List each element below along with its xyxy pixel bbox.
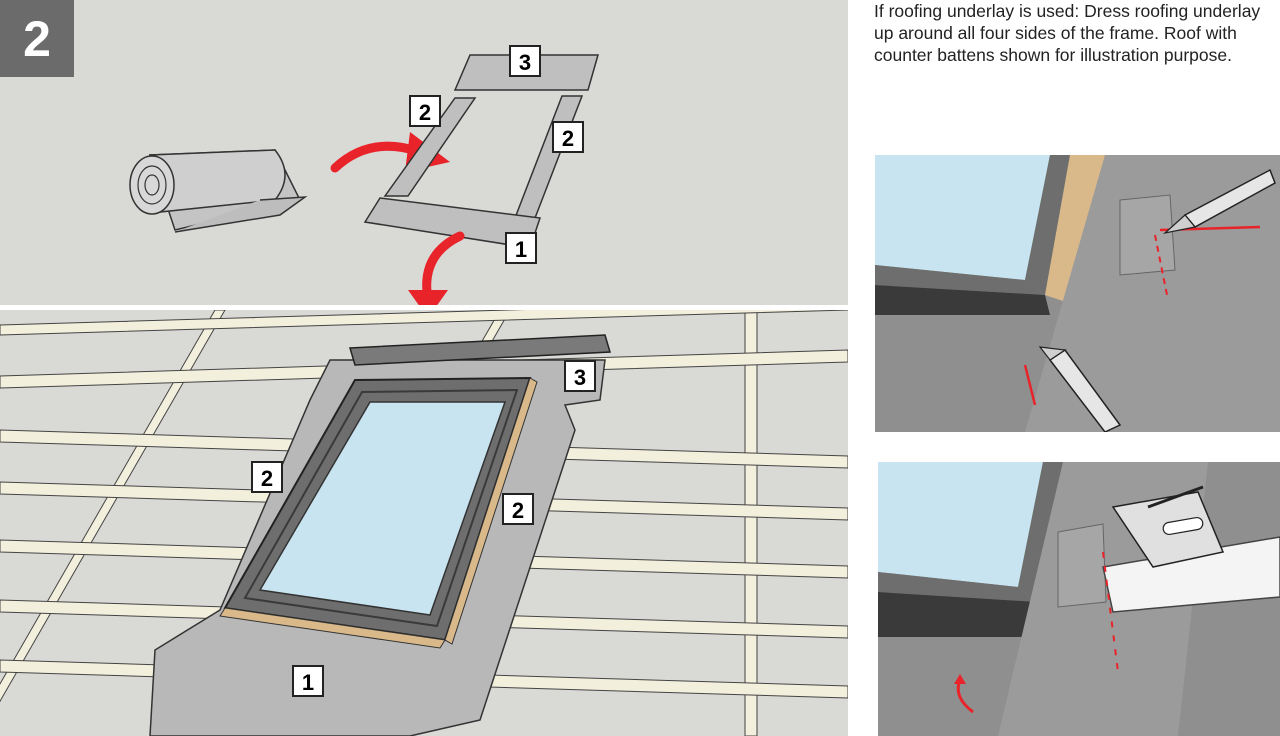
- detail-stapling-panel: [878, 462, 1280, 736]
- step-number-badge: 2: [0, 0, 74, 77]
- stapler-icon: [1111, 485, 1225, 568]
- underlay-pieces-panel: 3 2 2 1: [0, 0, 848, 305]
- svg-text:2: 2: [562, 126, 574, 151]
- top-flashing: [349, 334, 611, 366]
- svg-text:1: 1: [302, 670, 314, 695]
- detail-cutting-panel: [875, 155, 1280, 432]
- underlay-piece-2-left: [383, 97, 477, 197]
- underlay-roll-icon: [129, 149, 308, 233]
- knife-icon: [1038, 346, 1122, 432]
- label-1-main: 1: [292, 665, 324, 697]
- label-3-top: 3: [509, 45, 541, 77]
- svg-text:2: 2: [512, 498, 524, 523]
- roof-installation-panel: 3 2 2 1: [0, 310, 848, 736]
- label-2-right-top: 2: [552, 121, 584, 153]
- svg-text:2: 2: [261, 466, 273, 491]
- svg-text:1: 1: [515, 237, 527, 262]
- svg-text:3: 3: [519, 50, 531, 75]
- svg-text:2: 2: [419, 100, 431, 125]
- underlay-piece-2-right: [513, 95, 584, 219]
- window-glass: [258, 401, 507, 616]
- label-2-left-top: 2: [409, 95, 441, 127]
- label-2-left-main: 2: [251, 461, 283, 493]
- label-1-top: 1: [505, 232, 537, 264]
- instruction-text: If roofing underlay is used: Dress roofi…: [874, 1, 1261, 65]
- label-2-right-main: 2: [502, 493, 534, 525]
- knife-icon: [1162, 168, 1276, 235]
- svg-text:3: 3: [574, 365, 586, 390]
- label-3-main: 3: [564, 360, 596, 392]
